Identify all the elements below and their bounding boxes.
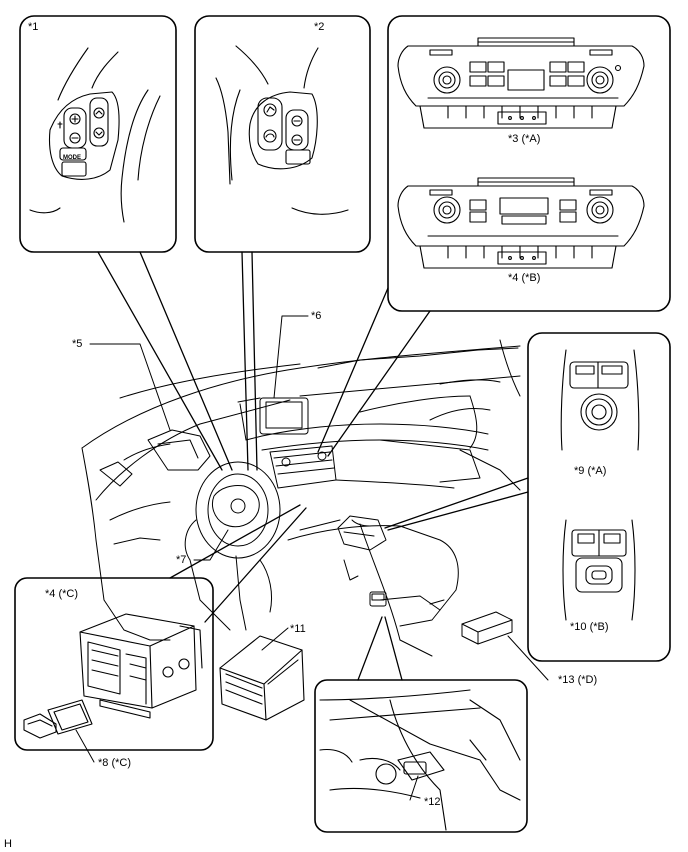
callout-label-10: *10 (*B) [570, 621, 609, 633]
callout-label-13: *13 (*D) [558, 674, 598, 686]
callout-label-3: *3 (*A) [508, 133, 541, 145]
console-underside-illustration [319, 689, 521, 831]
ac-control-panel-a [397, 37, 645, 129]
radio-receiver-illustration [23, 613, 203, 739]
label-leaders [75, 315, 549, 801]
corner-mark: H [4, 838, 12, 850]
panel-console-switch [527, 332, 671, 662]
panel-steering-switch-right [194, 15, 371, 253]
remote-touch-pad-switch [562, 519, 636, 621]
ac-control-panel-b [397, 177, 645, 269]
ecu-module-illustration [219, 635, 305, 721]
callout-label-4b: *4 (*B) [508, 272, 541, 284]
callout-label-8: *8 (*C) [98, 757, 132, 769]
callout-label-5: *5 [72, 338, 83, 350]
vehicle-interior-illustration [81, 339, 521, 657]
callout-label-6: *6 [311, 310, 322, 322]
panel-radio-receiver [14, 577, 214, 751]
callout-label-11: *11 [290, 623, 306, 635]
callout-label-12: *12 [424, 796, 441, 808]
steering-pad-switch-left-illustration [29, 47, 161, 223]
mode-button-label: MODE [63, 155, 81, 161]
callout-label-7: *7 [176, 554, 187, 566]
panel-air-conditioning-control [387, 15, 671, 312]
callout-label-1: *1 [28, 21, 39, 33]
callout-label-9: *9 (*A) [574, 465, 607, 477]
callout-label-4c: *4 (*C) [45, 588, 79, 600]
panel-leader-lines [97, 251, 529, 681]
steering-pad-switch-right-illustration [215, 45, 349, 215]
remote-touch-knob-switch [560, 349, 640, 451]
callout-label-2: *2 [314, 21, 325, 33]
panel-console-underside [314, 679, 528, 833]
